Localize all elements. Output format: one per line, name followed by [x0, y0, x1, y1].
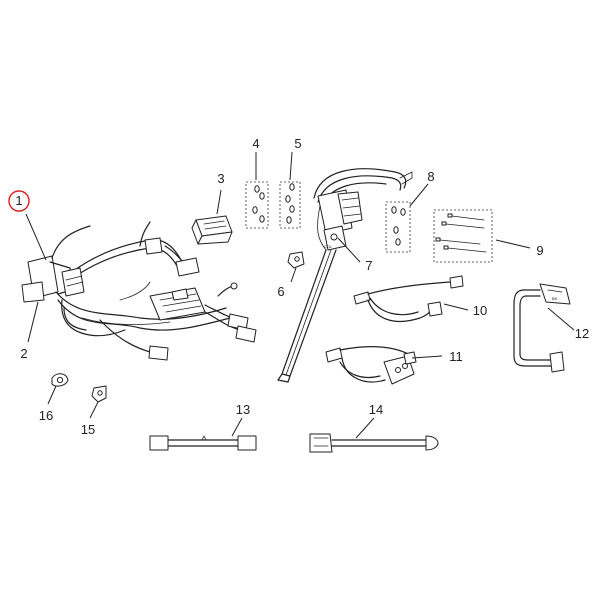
callout-10[interactable]: 10 [473, 303, 487, 318]
callout-9-leader [495, 239, 531, 249]
callout-6[interactable]: 6 [277, 284, 284, 299]
callout-12-leader [547, 307, 575, 331]
callout-1-leader [25, 213, 47, 261]
part-9-terminal-strips[interactable] [433, 209, 493, 263]
callout-2[interactable]: 2 [20, 346, 27, 361]
callout-8[interactable]: 8 [427, 169, 434, 184]
callout-14-leader [355, 417, 375, 439]
callout-11-leader [411, 355, 443, 359]
part-4-terminal-pack[interactable] [245, 181, 269, 229]
callout-9[interactable]: 9 [536, 243, 543, 258]
part-6-clip[interactable] [287, 251, 305, 269]
part-16-grommet[interactable] [51, 373, 69, 387]
callout-15-leader [89, 401, 99, 419]
svg-text:BK: BK [552, 296, 558, 301]
callout-14[interactable]: 14 [369, 402, 383, 417]
callout-16[interactable]: 16 [39, 408, 53, 423]
part-10-jumper-harness[interactable] [353, 275, 464, 322]
callout-3[interactable]: 3 [217, 171, 224, 186]
part-8-terminal-pack[interactable] [385, 201, 411, 253]
callout-15[interactable]: 15 [81, 422, 95, 437]
callout-8-leader [409, 183, 429, 207]
part-5-terminal-pack[interactable] [279, 181, 301, 229]
callout-6-leader [290, 267, 297, 283]
svg-text:COL: COL [324, 244, 333, 249]
callout-2-leader [27, 301, 39, 343]
part-15-clip[interactable] [91, 385, 107, 403]
callout-13-leader [231, 417, 243, 437]
callout-7-leader [337, 237, 361, 263]
part-1-main-wiring-harness[interactable] [21, 221, 257, 361]
callout-11[interactable]: 11 [449, 349, 463, 364]
callout-5-leader [289, 151, 293, 181]
callout-7[interactable]: 7 [365, 258, 372, 273]
callout-5[interactable]: 5 [294, 136, 301, 151]
part-13-straight-lead[interactable] [149, 435, 257, 451]
part-12-u-harness[interactable]: BK [513, 283, 571, 373]
part-3-connector-housing[interactable] [191, 215, 233, 245]
callout-1[interactable]: 1 [15, 193, 22, 208]
part-11-jumper-harness[interactable] [325, 346, 417, 385]
callout-4[interactable]: 4 [252, 136, 259, 151]
callout-10-leader [443, 303, 469, 311]
callout-12[interactable]: 12 [575, 326, 589, 341]
callout-16-leader [47, 385, 57, 405]
part-14-fuse-lead[interactable] [309, 433, 439, 453]
part-7-stem-harness[interactable]: COL [277, 168, 413, 383]
callout-3-leader [216, 189, 222, 215]
callout-1-highlight-ring [8, 190, 30, 212]
callout-13[interactable]: 13 [236, 402, 250, 417]
